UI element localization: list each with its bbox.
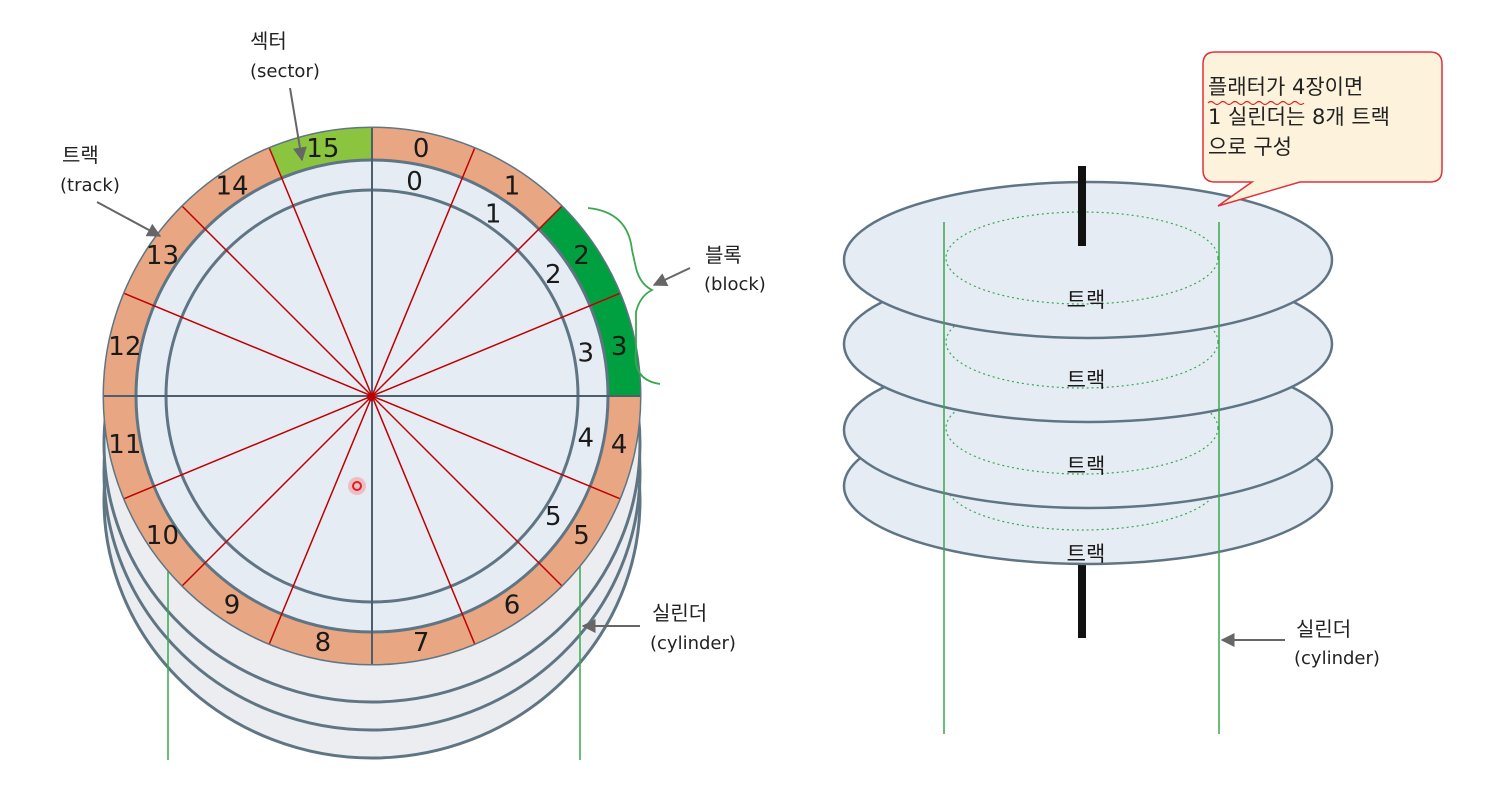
sector-segment xyxy=(182,562,282,644)
outer-sector-number: 14 xyxy=(215,171,248,201)
sector-segment xyxy=(538,486,620,586)
outer-sector-number: 11 xyxy=(108,430,141,460)
sector-segment xyxy=(538,206,620,306)
callout-line-2: 1 실린더는 8개 트랙 xyxy=(1208,105,1390,129)
sector-segment xyxy=(462,562,562,644)
inner-sector-number: 2 xyxy=(545,260,562,290)
track-label: 트랙 xyxy=(1067,542,1106,566)
outer-sector-number: 6 xyxy=(504,591,521,621)
outer-sector-number: 7 xyxy=(413,628,430,658)
track-label-ko: 트랙 xyxy=(62,143,99,167)
inner-sector-number: 4 xyxy=(578,424,595,454)
cursor-highlight xyxy=(348,477,366,495)
inner-sector-number: 3 xyxy=(578,338,595,368)
callout-line-1: 플래터가 4장이면 xyxy=(1208,75,1363,99)
block-label-en: (block) xyxy=(704,274,766,295)
inner-sector-numbers: 0 1 2 3 4 5 xyxy=(406,167,594,532)
outer-sector-number: 8 xyxy=(315,628,332,658)
sector-segment xyxy=(462,148,562,230)
sector-arrow xyxy=(289,87,307,162)
outer-sector-number: 15 xyxy=(306,134,339,164)
sector-segment xyxy=(104,396,154,499)
outer-sector-number: 9 xyxy=(224,591,241,621)
block-label-ko: 블록 xyxy=(705,243,742,267)
sector-segment xyxy=(269,128,372,178)
outer-sector-number: 4 xyxy=(611,430,628,460)
outer-sector-number: 2 xyxy=(573,241,590,271)
sector-label-en: (sector) xyxy=(250,61,320,82)
outer-sector-number: 12 xyxy=(108,332,141,362)
track-label: 트랙 xyxy=(1067,288,1106,312)
sector-segment xyxy=(182,148,282,230)
outer-sector-number: 1 xyxy=(504,171,521,201)
block-brace xyxy=(587,207,661,385)
platter-disk xyxy=(842,180,1334,340)
inner-sector-number: 5 xyxy=(545,502,562,532)
spindle-center xyxy=(367,393,375,401)
block-arrow xyxy=(652,267,691,286)
sector-label-ko: 섹터 xyxy=(250,29,287,53)
outer-sector-number: 3 xyxy=(611,332,628,362)
track-label: 트랙 xyxy=(1067,368,1106,392)
cylinder-label-en-right: (cylinder) xyxy=(1294,648,1380,669)
callout-bubble xyxy=(1202,51,1443,207)
cylinder-label-ko-right: 실린더 xyxy=(1296,617,1351,641)
sector-segment xyxy=(372,614,475,664)
sector-segment xyxy=(124,486,206,586)
inner-sector-number: 1 xyxy=(485,200,502,230)
cylinder-label-ko-left: 실린더 xyxy=(652,601,707,625)
sector-segment xyxy=(590,396,640,499)
track-label: 트랙 xyxy=(1067,454,1106,478)
outer-sector-number: 10 xyxy=(146,521,179,551)
outer-sector-number: 0 xyxy=(413,134,430,164)
track-label-en: (track) xyxy=(60,175,120,196)
cursor-dot xyxy=(352,481,362,491)
outer-sector-number: 13 xyxy=(146,241,179,271)
sector-segment xyxy=(590,293,640,396)
sector-segment xyxy=(269,614,372,664)
sector-segment xyxy=(104,293,154,396)
inner-sector-number: 0 xyxy=(406,167,423,197)
cylinder-label-en-left: (cylinder) xyxy=(650,633,736,654)
spellcheck-squiggle xyxy=(1207,100,1305,106)
callout-line-3: 으로 구성 xyxy=(1208,135,1292,159)
outer-track-ring xyxy=(104,128,640,664)
sector-segment xyxy=(372,128,475,178)
track-arrow xyxy=(96,201,162,237)
sector-segment xyxy=(124,206,206,306)
outer-sector-number: 5 xyxy=(573,521,590,551)
